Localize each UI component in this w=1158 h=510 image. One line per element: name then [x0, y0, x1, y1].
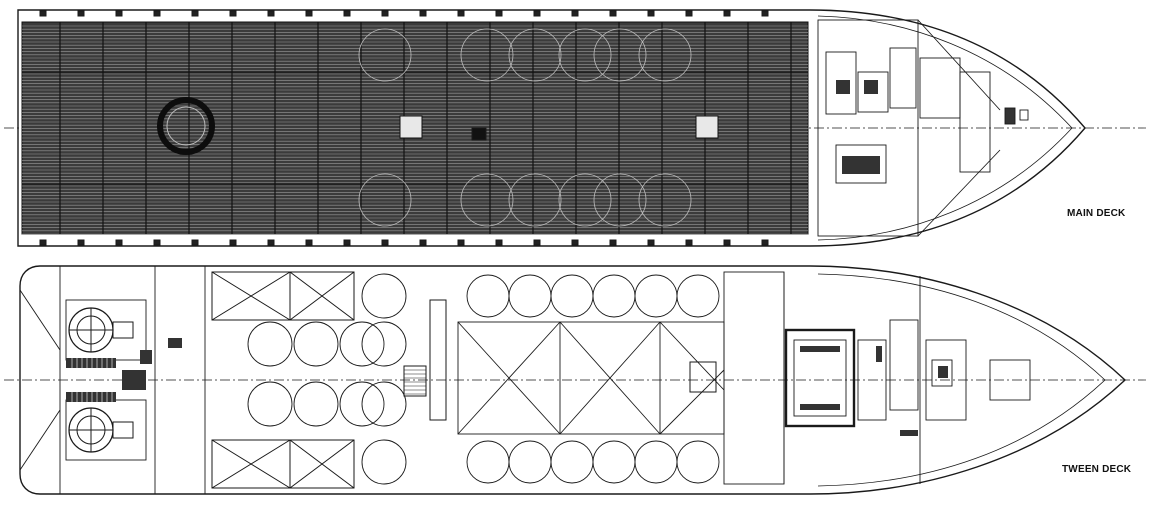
tank-circle [550, 440, 594, 484]
bollard [495, 10, 503, 17]
bollard [685, 10, 693, 17]
bollard [153, 239, 161, 246]
tank-circle [339, 321, 385, 367]
main-deck-hatch-3 [471, 127, 487, 141]
main-deck-forecastle [817, 19, 1029, 237]
bollard [723, 10, 731, 17]
tween-deck-label: TWEEN DECK [1062, 464, 1132, 475]
helideck-circle [157, 97, 215, 155]
tank-circle [466, 274, 510, 318]
tank-circle [676, 440, 720, 484]
bollard [343, 10, 351, 17]
bollard [609, 10, 617, 17]
bollard [723, 239, 731, 246]
tank-circle [508, 440, 552, 484]
tween-deck-tanks-port [211, 271, 355, 321]
stern-thruster-starboard [68, 407, 134, 453]
bollard [571, 10, 579, 17]
tween-deck-stairs [403, 299, 717, 421]
tank-circle [361, 273, 407, 319]
tank-circle [361, 321, 407, 367]
tank-circle [339, 381, 385, 427]
main-deck-bollards [39, 10, 769, 246]
tank-circle [676, 274, 720, 318]
bollard [115, 10, 123, 17]
bollard [647, 239, 655, 246]
tween-deck-stair-treads [71, 358, 426, 402]
bollard [381, 239, 389, 246]
tank-circle [361, 381, 407, 427]
bollard [457, 239, 465, 246]
bollard [685, 239, 693, 246]
bollard [305, 239, 313, 246]
main-deck-hatch-1 [399, 115, 423, 139]
bollard [495, 239, 503, 246]
main-deck-label: MAIN DECK [1067, 208, 1126, 219]
helideck-circle-inner [166, 106, 206, 146]
bollard [77, 239, 85, 246]
tank-circle [293, 321, 339, 367]
tween-deck-hull-outline [19, 265, 1127, 495]
main-deck-hatch-circles [358, 28, 692, 227]
stern-thruster-port [68, 307, 134, 353]
tween-deck-tanks-starboard [211, 439, 355, 489]
bollard [419, 239, 427, 246]
tank-circle [247, 381, 293, 427]
bollard [761, 10, 769, 17]
bollard [39, 239, 47, 246]
bollard [419, 10, 427, 17]
bollard [381, 10, 389, 17]
main-deck-machinery-fill [836, 80, 880, 174]
main-deck-plank-lines [22, 25, 808, 235]
bollard [115, 239, 123, 246]
bollard [191, 239, 199, 246]
tween-deck-plan [4, 265, 1146, 495]
main-deck-hull-outline [17, 9, 1086, 247]
tank-circle [592, 274, 636, 318]
bollard [343, 239, 351, 246]
tween-deck-cargo-hold [457, 321, 725, 435]
tank-circle [634, 274, 678, 318]
bollard [305, 10, 313, 17]
tank-circle [592, 440, 636, 484]
bollard [267, 10, 275, 17]
bollard [229, 10, 237, 17]
tween-deck-engine-fill [800, 346, 948, 436]
bollard [533, 10, 541, 17]
tank-circle [466, 440, 510, 484]
bollard [761, 239, 769, 246]
main-deck-inner-hull [817, 15, 1073, 241]
bollard [229, 239, 237, 246]
bollard [39, 10, 47, 17]
tween-deck-tank-circles [247, 273, 720, 485]
bollard [267, 239, 275, 246]
tween-deck-engine-room [723, 271, 1031, 485]
bollard [153, 10, 161, 17]
bollard [457, 10, 465, 17]
bollard [571, 239, 579, 246]
main-deck-plan [4, 9, 1146, 247]
tank-circle [508, 274, 552, 318]
tank-circle [247, 321, 293, 367]
bollard [647, 10, 655, 17]
bollard [609, 239, 617, 246]
tank-circle [361, 439, 407, 485]
tank-circle [550, 274, 594, 318]
bollard [533, 239, 541, 246]
bollard [191, 10, 199, 17]
tank-circle [293, 381, 339, 427]
main-deck-frame-lines [22, 22, 808, 234]
tank-circle [634, 440, 678, 484]
tween-deck-stern-gear [66, 338, 182, 402]
bollard [77, 10, 85, 17]
main-deck-hatch-2 [695, 115, 719, 139]
